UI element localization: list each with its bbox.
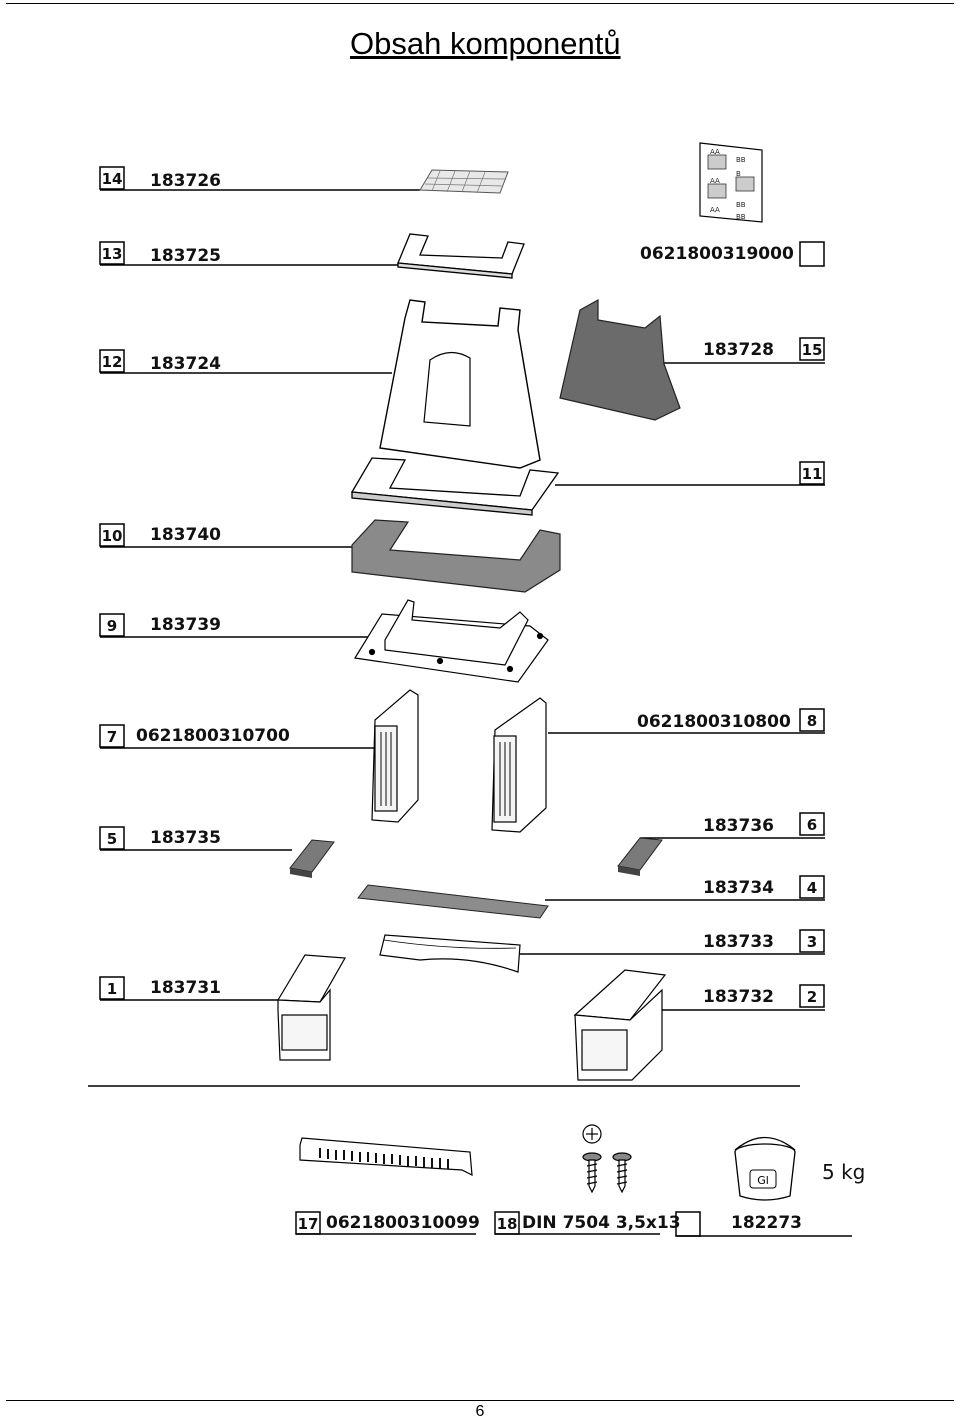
glue-weight: 5 kg	[822, 1160, 865, 1184]
vent-grille-part	[299, 1137, 473, 1177]
dark-frame-part	[351, 519, 561, 593]
sticker-sheet-icon: AA BB AA B AA BB BB	[699, 142, 763, 223]
part-code: 183732	[703, 987, 774, 1007]
part-number: 17	[298, 1215, 319, 1233]
screw-icon	[582, 1124, 632, 1194]
top-rule	[6, 3, 954, 4]
part-code: 183740	[150, 525, 221, 545]
part-number: 14	[102, 170, 123, 188]
left-foot-part	[276, 954, 346, 1061]
part-code: 183733	[703, 932, 774, 952]
top-frame-part	[397, 233, 525, 279]
part-number: 2	[807, 988, 817, 1006]
part-code: 183739	[150, 615, 221, 635]
page-number: 6	[475, 1403, 485, 1420]
manual-code: 0621800319000	[640, 244, 794, 264]
small-slab-right-part	[617, 837, 663, 876]
svg-text:AA: AA	[710, 206, 720, 214]
part-number: 3	[807, 933, 817, 951]
part-number: 13	[102, 245, 123, 263]
lintel-frame-part	[350, 457, 560, 516]
svg-text:AA: AA	[710, 177, 720, 185]
back-panel-part	[559, 298, 681, 421]
chimney-hood-part	[379, 299, 541, 469]
svg-text:BB: BB	[736, 201, 746, 209]
base-plate-part	[354, 599, 549, 683]
part-number: 4	[807, 879, 817, 897]
part-number: 7	[107, 728, 117, 746]
part-code: 183726	[150, 171, 221, 191]
bucket-label: Gl	[757, 1174, 769, 1187]
part-number: 18	[497, 1215, 518, 1233]
part-code: 183736	[703, 816, 774, 836]
page-title: Obsah komponentů	[350, 26, 621, 61]
part-code: 0621800310099	[326, 1213, 480, 1233]
mesh-grille-part	[419, 169, 509, 194]
part-code: 183734	[703, 878, 774, 898]
part-code: 0621800310800	[637, 712, 791, 732]
part-number: 11	[802, 465, 823, 483]
part-code: 183735	[150, 828, 221, 848]
svg-text:BB: BB	[736, 213, 746, 221]
left-pillar-part	[371, 689, 419, 823]
part-number: 1	[107, 980, 117, 998]
part-code: DIN 7504 3,5x13	[522, 1213, 681, 1233]
part-number: 12	[102, 353, 123, 371]
right-pillar-part	[491, 697, 547, 833]
svg-text:B: B	[736, 170, 741, 178]
long-slab-part	[357, 884, 549, 919]
bottom-rule	[6, 1400, 954, 1401]
part-number: 10	[102, 527, 123, 545]
part-code: 183728	[703, 340, 774, 360]
part-number: 15	[802, 341, 823, 359]
arch-panel-part	[379, 934, 521, 973]
part-code: 183724	[150, 354, 221, 374]
svg-text:AA: AA	[710, 148, 720, 156]
part-code: 182273	[731, 1213, 802, 1233]
right-foot-part	[573, 969, 667, 1081]
part-number: 5	[107, 830, 117, 848]
small-slab-left-part	[289, 839, 335, 878]
part-number: 8	[807, 712, 817, 730]
part-code: 183725	[150, 246, 221, 266]
svg-text:BB: BB	[736, 156, 746, 164]
part-code: 183731	[150, 978, 221, 998]
glue-bucket-icon: Gl	[734, 1137, 796, 1201]
part-number: 9	[107, 617, 117, 635]
part-code: 0621800310700	[136, 726, 290, 746]
part-number: 6	[807, 816, 817, 834]
